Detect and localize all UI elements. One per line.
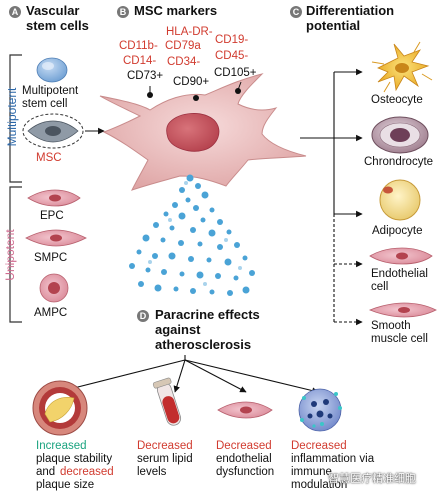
epc-label: EPC xyxy=(40,210,64,222)
effect-1-line3-decreased: decreased xyxy=(60,466,114,478)
endothelial-label-line1: Endothelial xyxy=(371,268,428,280)
effect-2-line1: Decreased xyxy=(137,440,193,452)
effect-4-line3: immune xyxy=(291,466,332,478)
adipocyte-icon xyxy=(379,179,421,221)
effect-1-line4: plaque size xyxy=(36,479,95,491)
marker-cd105: CD105+ xyxy=(214,67,257,79)
marker-cd79a: CD79a xyxy=(165,40,201,52)
blood-tube-icon xyxy=(152,377,182,426)
multipotent-stem-cell-icon xyxy=(36,57,68,83)
effect-3-line2: endothelial xyxy=(216,453,272,465)
panel-a-title-line2: stem cells xyxy=(26,18,89,33)
marker-cd73: CD73+ xyxy=(127,70,164,82)
osteocyte-label: Osteocyte xyxy=(371,94,423,106)
marker-cd14: CD14- xyxy=(123,55,157,67)
effect-2-line3: levels xyxy=(137,466,167,478)
marker-cd45: CD45- xyxy=(215,50,249,62)
plaque-artery-icon xyxy=(32,380,88,436)
marker-hla-dr: HLA-DR- xyxy=(166,26,213,38)
panel-c-title-line1: Differentiation xyxy=(306,3,395,18)
panel-a-title-line1: Vascular xyxy=(26,3,80,18)
multipotent-stem-cell-label-line2: stem cell xyxy=(22,98,68,110)
effect-4-line1: Decreased xyxy=(291,440,347,452)
effect-1-line1: Increased xyxy=(36,440,87,452)
marker-cd19: CD19- xyxy=(215,34,249,46)
multipotent-stem-cell-label-line1: Multipotent xyxy=(22,85,79,97)
effect-1-line3-and: and xyxy=(36,466,56,478)
panel-c-badge: C xyxy=(290,6,302,18)
adipocyte-label: Adipocyte xyxy=(372,225,423,237)
msc-label: MSC xyxy=(36,152,62,164)
osteocyte-icon xyxy=(371,41,433,93)
smooth-muscle-label-line2: muscle cell xyxy=(371,333,428,345)
effect-4-line2: inflammation via xyxy=(291,453,375,465)
chrondrocyte-icon xyxy=(371,116,429,154)
immune-cell-icon xyxy=(298,388,342,432)
paracrine-vesicles xyxy=(129,174,255,296)
marker-cd34: CD34- xyxy=(167,56,201,68)
effect-2-line2: serum lipid xyxy=(137,453,193,465)
panel-d-title-line2: against xyxy=(155,322,201,337)
panel-b-title: MSC markers xyxy=(134,3,218,18)
panel-d-badge: D xyxy=(137,310,149,322)
panel-d-title-line1: Paracrine effects xyxy=(155,307,260,322)
effect-3-line1: Decreased xyxy=(216,440,272,452)
unipotent-label: Unipotent xyxy=(3,229,17,281)
marker-cd90: CD90+ xyxy=(173,76,210,88)
panel-b-badge: B xyxy=(117,6,129,18)
chrondrocyte-label: Chrondrocyte xyxy=(364,156,434,168)
effect-3-line3: dysfunction xyxy=(216,466,275,478)
multipotent-label: Multipotent xyxy=(5,87,19,147)
msc-nucleus xyxy=(166,113,220,152)
marker-cd11b: CD11b- xyxy=(119,40,158,52)
watermark: 智慧医疗精准细胞 xyxy=(328,473,416,485)
ampc-label: AMPC xyxy=(34,307,68,319)
smpc-label: SMPC xyxy=(34,252,68,264)
effect-1-line2: plaque stability xyxy=(36,453,113,465)
panel-a-badge: A xyxy=(9,6,21,18)
endothelial-label-line2: cell xyxy=(371,281,389,293)
panel-d-title-line3: atherosclerosis xyxy=(155,337,252,352)
smooth-muscle-label-line1: Smooth xyxy=(371,320,411,332)
panel-c-title-line2: potential xyxy=(306,18,361,33)
effect-4-line4: modulation xyxy=(291,479,348,491)
